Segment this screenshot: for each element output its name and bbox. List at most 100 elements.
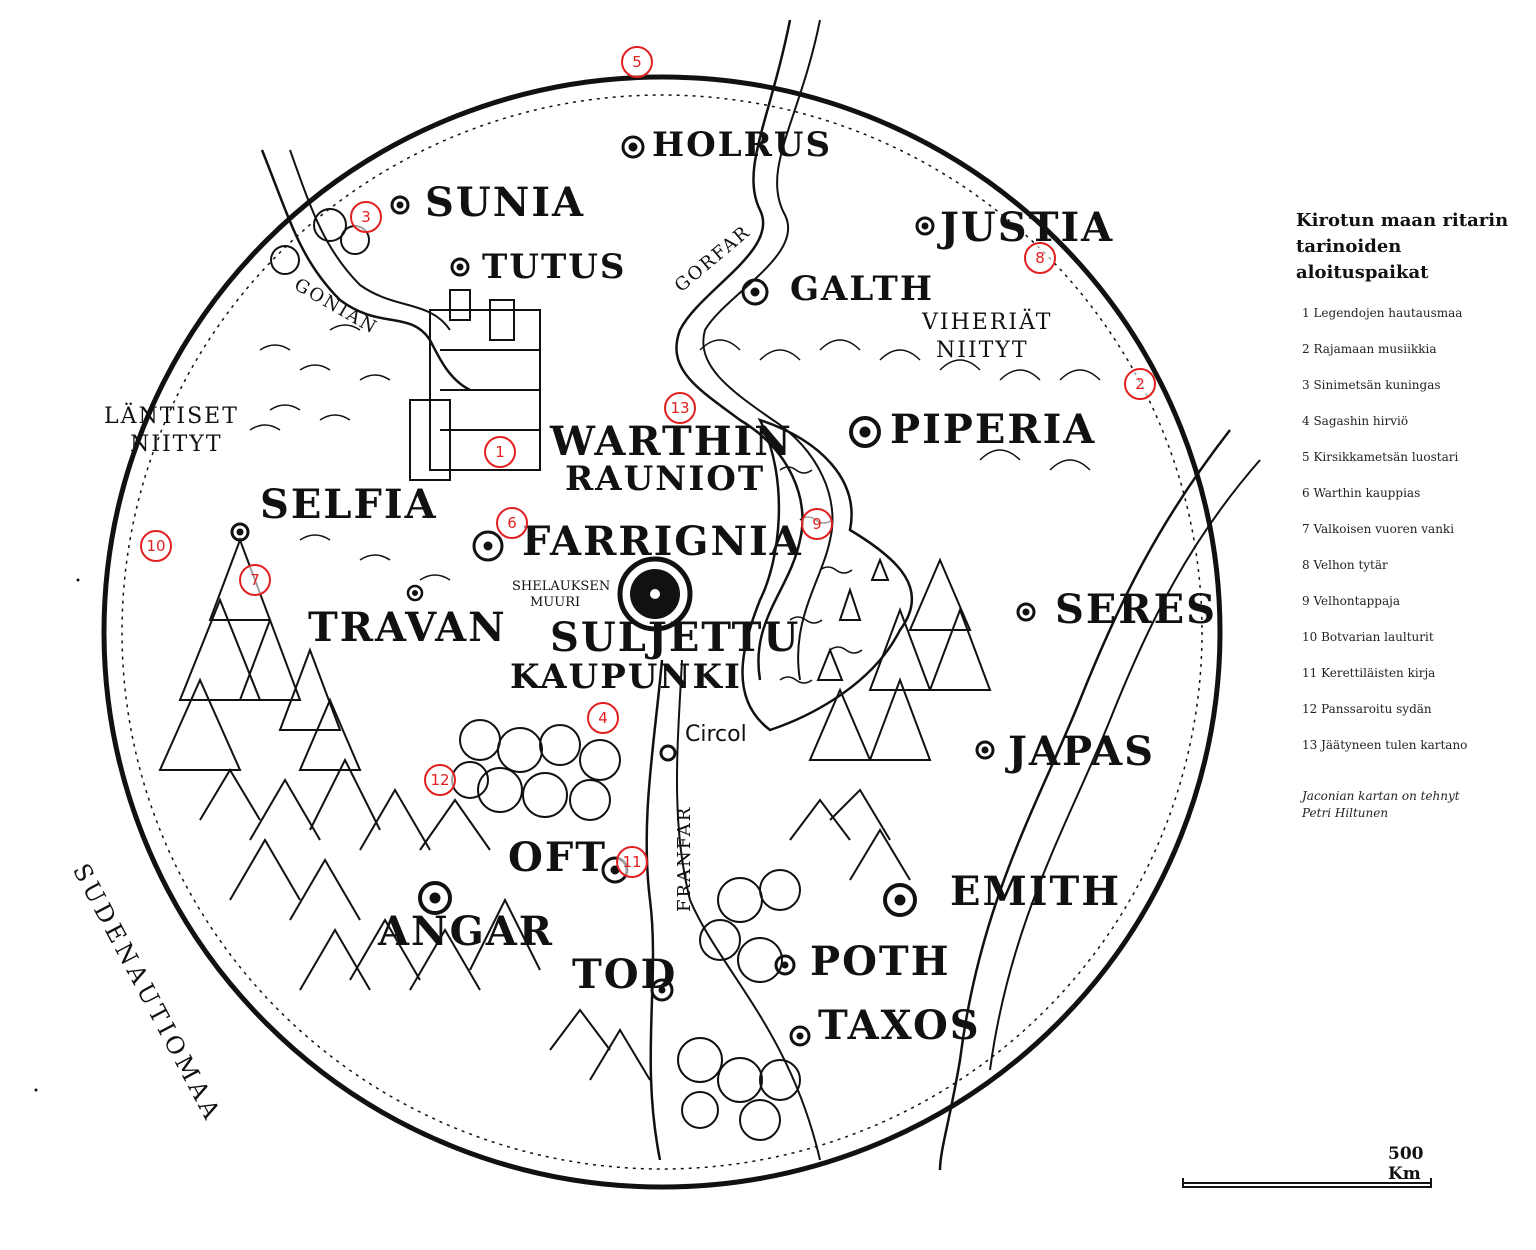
legend-item: 12 Panssaroitu sydän <box>1302 702 1432 716</box>
legend-item: 10 Botvarian laulturit <box>1302 630 1434 644</box>
place-label-farrignia: FARRIGNIA <box>522 518 803 565</box>
place-label-taxos: TAXOS <box>818 1002 981 1049</box>
region-label-shelauksen-muuri: MUURI <box>530 595 581 610</box>
region-label-shelauksen: SHELAUKSEN <box>512 579 611 594</box>
city-symbol-piperia <box>849 416 881 448</box>
region-label-lantiset: LÄNTISET <box>104 404 239 429</box>
start-marker-11[interactable]: 11 <box>616 846 648 878</box>
city-symbol-tod <box>650 978 674 1002</box>
start-marker-6[interactable]: 6 <box>496 507 528 539</box>
river-gonian <box>260 149 471 392</box>
start-marker-8[interactable]: 8 <box>1024 242 1056 274</box>
place-label-circol: Circol <box>685 722 747 747</box>
city-symbol-poth <box>774 954 796 976</box>
city-symbol-emith <box>883 883 917 917</box>
place-label-travan: TRAVAN <box>308 604 507 651</box>
legend-item: 5 Kirsikkametsän luostari <box>1302 450 1459 464</box>
legend-item: 11 Kerettiläisten kirja <box>1302 666 1436 680</box>
city-symbol-circol <box>659 744 677 762</box>
place-label-emith: EMITH <box>950 868 1122 915</box>
legend-item: 8 Velhon tytär <box>1302 558 1388 572</box>
place-label-piperia: PIPERIA <box>890 406 1097 453</box>
city-symbol-galth <box>741 278 769 306</box>
scale-bar <box>1182 1178 1432 1188</box>
lake-sails <box>816 557 890 681</box>
start-marker-9[interactable]: 9 <box>801 508 833 540</box>
place-label-holrus: HOLRUS <box>652 125 833 165</box>
map-boundary-outer <box>101 74 1223 1190</box>
region-label-viheriat-niityt: NIITYT <box>936 338 1029 363</box>
city-symbol-tutus <box>450 257 470 277</box>
place-label-rauniot: RAUNIOT <box>565 459 766 499</box>
start-marker-3[interactable]: 3 <box>350 201 382 233</box>
lake-outline <box>741 417 914 732</box>
city-symbol-sunia <box>390 195 410 215</box>
legend-item: 6 Warthin kauppias <box>1302 486 1421 500</box>
start-marker-10[interactable]: 10 <box>140 530 172 562</box>
river-east-bank <box>989 459 1261 1071</box>
legend-item: 13 Jäätyneen tulen kartano <box>1302 738 1468 752</box>
river-label-franfar: FRANFAR <box>674 805 695 912</box>
start-marker-5[interactable]: 5 <box>621 46 653 78</box>
legend-title-line: aloituspaikat <box>1296 262 1429 283</box>
legend-item: 1 Legendojen hautausmaa <box>1302 306 1463 320</box>
region-label-lantiset-niityt: NIITYT <box>130 432 223 457</box>
start-marker-1[interactable]: 1 <box>484 436 516 468</box>
city-symbol-justia <box>915 216 935 236</box>
city-symbol-selfia <box>230 522 250 542</box>
credit-line: Jaconian kartan on tehnyt <box>1302 789 1460 803</box>
closed-city-symbol <box>617 556 693 632</box>
map-credit: Jaconian kartan on tehnyt Petri Hiltunen <box>1302 788 1532 822</box>
meadow-hatching <box>249 324 1101 581</box>
place-label-oft: OFT <box>508 834 608 881</box>
place-label-japas: JAPAS <box>1008 728 1156 775</box>
city-symbol-farrignia <box>472 530 504 562</box>
river-east <box>938 429 1231 1171</box>
start-marker-4[interactable]: 4 <box>587 702 619 734</box>
place-label-suljettu: SULJETTU <box>550 614 801 661</box>
map-boundary-inner <box>121 94 1203 1170</box>
forest-north <box>270 208 370 275</box>
scale-bar-group: 500 Km <box>1180 1140 1440 1200</box>
place-label-warthin: WARTHIN <box>550 418 793 465</box>
legend-title-line: Kirotun maan ritarin <box>1296 210 1509 231</box>
place-label-justia: JUSTIA <box>940 204 1115 251</box>
legend-list: 1 Legendojen hautausmaa 2 Rajamaan musii… <box>1302 306 1532 774</box>
legend-title: Kirotun maan ritarin tarinoiden aloitusp… <box>1296 208 1532 286</box>
city-symbols <box>230 135 1036 1047</box>
city-symbol-travan <box>406 584 424 602</box>
legend-item: 3 Sinimetsän kuningas <box>1302 378 1441 392</box>
place-label-galth: GALTH <box>790 269 934 309</box>
city-symbol-holrus <box>621 135 645 159</box>
start-marker-2[interactable]: 2 <box>1124 368 1156 400</box>
map-area: HOLRUS SUNIA JUSTIA TUTUS GALTH PIPERIA … <box>34 19 1261 1190</box>
city-symbol-seres <box>1016 602 1036 622</box>
place-label-kaupunki: KAUPUNKI <box>510 657 742 697</box>
forest-south <box>677 869 801 1141</box>
river-gorfar-bank <box>702 19 834 681</box>
map-drawing <box>34 19 1261 1190</box>
legend-item: 2 Rajamaan musiikkia <box>1302 342 1437 356</box>
region-label-viheriat: VIHERIÄT <box>922 310 1053 335</box>
city-symbol-taxos <box>789 1025 811 1047</box>
scale-label: 500 Km <box>1388 1144 1424 1184</box>
place-label-tutus: TUTUS <box>482 247 627 287</box>
place-label-tod: TOD <box>572 951 678 998</box>
stray-dot <box>34 1088 38 1092</box>
pine-forest-east <box>808 557 992 761</box>
place-label-seres: SERES <box>1055 586 1217 633</box>
credit-line: Petri Hiltunen <box>1302 806 1389 820</box>
mountains-southeast <box>789 788 911 881</box>
legend-panel: Kirotun maan ritarin tarinoiden aloitusp… <box>1296 208 1532 822</box>
place-label-angar: ANGAR <box>378 908 555 955</box>
city-symbol-angar <box>418 881 452 915</box>
start-marker-13[interactable]: 13 <box>664 392 696 424</box>
forest-central <box>451 719 621 821</box>
start-marker-12[interactable]: 12 <box>424 764 456 796</box>
start-marker-7[interactable]: 7 <box>239 564 271 596</box>
stray-dot <box>76 578 80 582</box>
river-franfar <box>645 659 664 1161</box>
river-gorfar <box>675 19 804 681</box>
legend-item: 9 Velhontappaja <box>1302 594 1401 608</box>
city-symbol-japas <box>975 740 995 760</box>
